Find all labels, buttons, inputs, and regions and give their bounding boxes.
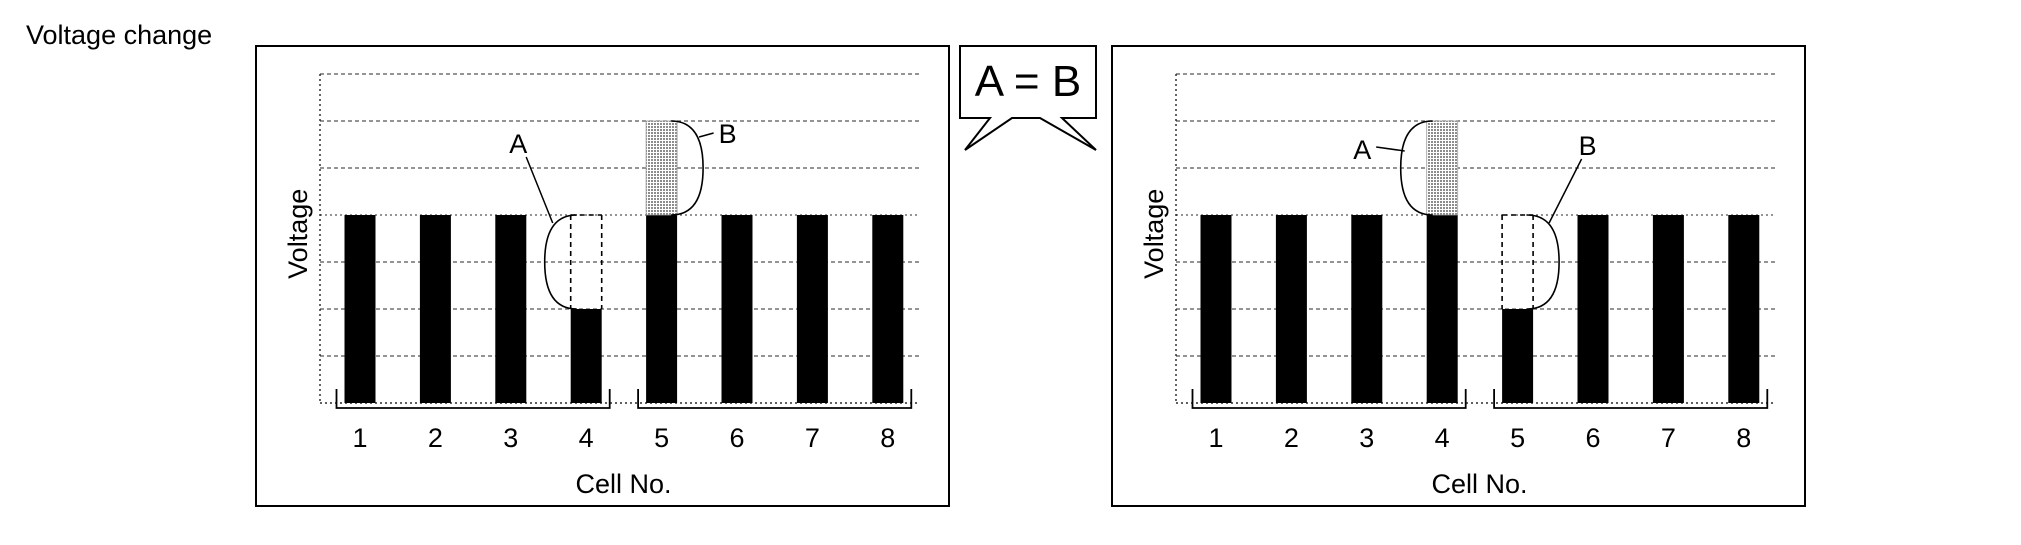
cell-bar [646,215,678,403]
annotation-a-label: A [509,129,527,159]
cell-bar [1577,215,1609,403]
x-axis-label: Cell No. [575,469,671,499]
grid-lines [320,73,919,357]
diagram-title: Voltage change [26,20,212,50]
bars [1176,120,1775,404]
x-axis-label: Cell No. [1431,469,1527,499]
cell-bar [570,309,602,403]
speech-bubble [959,45,1097,151]
cell-bar [1426,215,1458,403]
annotation-a-bracket [543,214,577,310]
panel-frame [1111,45,1806,507]
cell-number-label: 5 [1510,423,1525,453]
cell-group-brackets [1191,389,1769,409]
cell-labels: 1 2 3 4 5 6 7 8 [352,423,895,453]
cell-number-label: 3 [503,423,518,453]
annotation-a-leader [1376,146,1405,152]
cell-bar [721,215,753,403]
annotation-a-label: A [1353,135,1371,165]
equality-callout: A = B [959,45,1097,151]
group-bracket [1493,389,1769,409]
annotation-b-label: B [719,119,737,149]
cell-bar [1200,215,1232,403]
annotation-b-label: B [1579,131,1597,161]
cell-group-brackets [335,389,913,409]
annotation-b-bracket [671,120,704,216]
cell-number-label: 2 [1284,423,1299,453]
cell-number-label: 8 [880,423,895,453]
cell-bar [1275,215,1307,403]
cell-bar [872,215,904,403]
panel-frame [255,45,950,507]
annotation-b-bracket [1527,214,1560,310]
annotation-a-bracket [1399,120,1433,216]
annotation-b-leader [698,132,714,138]
annotation-b-leader [1548,158,1583,224]
cell-number-label: 1 [352,423,367,453]
cell-number-label: 6 [1585,423,1600,453]
added-charge-region [1426,120,1459,216]
added-charge-region [645,120,678,216]
cell-number-label: 3 [1359,423,1374,453]
cell-number-label: 4 [1435,423,1450,453]
cell-number-label: 6 [729,423,744,453]
cell-number-label: 7 [1661,423,1676,453]
cell-number-label: 4 [579,423,594,453]
cell-bar [1351,215,1383,403]
cell-number-label: 7 [805,423,820,453]
cell-bar [796,215,828,403]
y-axis-label: Voltage [283,189,313,279]
cell-bar [1728,215,1760,403]
cell-labels: 1 2 3 4 5 6 7 8 [1208,423,1751,453]
cell-bar [419,215,451,403]
cell-number-label: 5 [654,423,669,453]
group-bracket [1191,389,1467,409]
y-axis-label: Voltage [1139,189,1169,279]
cell-bar [1502,309,1534,403]
grid-lines [1176,73,1775,357]
bars [320,120,919,404]
group-bracket [637,389,913,409]
cell-bar [344,215,376,403]
annotation-a-leader [525,156,554,224]
cell-number-label: 1 [1208,423,1223,453]
cell-number-label: 8 [1736,423,1751,453]
group-bracket [335,389,611,409]
cell-number-label: 2 [428,423,443,453]
callout-text: A = B [975,57,1081,106]
cell-bar [1652,215,1684,403]
cell-bar [495,215,527,403]
